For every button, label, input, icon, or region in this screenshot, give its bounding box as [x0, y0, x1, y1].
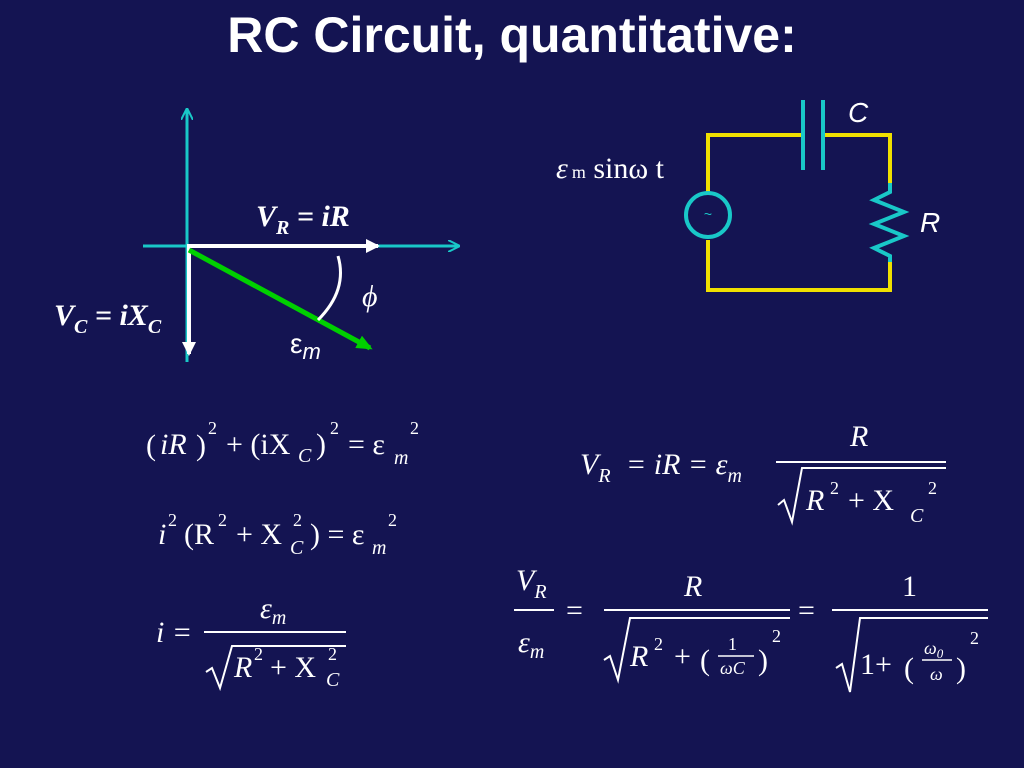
ac-tilde-icon: ~	[704, 206, 712, 222]
eq2-plus-x: + X	[236, 518, 282, 551]
eq2-sub-c: C	[290, 537, 304, 559]
eq5-num-1: 1	[902, 570, 917, 603]
eq5-exp-1: 2	[654, 634, 663, 654]
eq1-open-paren: (	[146, 429, 156, 462]
eq1-plus: + (iX	[226, 428, 291, 461]
eq2-exp-3: 2	[293, 510, 302, 530]
vc-label: VC = iXC	[54, 299, 162, 338]
ac-source-symbol	[684, 191, 732, 239]
eq3-den-sub: C	[326, 669, 340, 691]
eq1-sub-c: C	[298, 445, 312, 467]
eq4-lhs: VR	[580, 448, 611, 487]
equation-2: i 2 (R 2 + X 2 C ) = ε m 2	[158, 510, 397, 559]
eq5-exp-3: 2	[970, 628, 979, 648]
phase-angle-arc	[316, 255, 342, 322]
eq2-exp-4: 2	[388, 510, 397, 530]
eq4-den-sub: C	[910, 505, 924, 527]
eq5-inner-den-2: ω	[930, 664, 943, 684]
circuit-wire	[706, 133, 892, 292]
eq5-inner-num-2: ω0	[924, 638, 944, 661]
eq5-equals-1: =	[566, 594, 583, 627]
eq5-frac-num: VR	[516, 564, 547, 603]
eq1-equals-emf: = ε	[348, 428, 385, 461]
eq1-emf-sub: m	[394, 447, 408, 469]
phi-label: ϕ	[362, 280, 378, 313]
eq5-den-r: R	[629, 640, 648, 673]
eq2-i: i	[158, 518, 166, 551]
eq1-close-paren: )	[196, 429, 206, 462]
eq4-den-plus: + X	[848, 484, 894, 517]
equation-1: ( iR ) 2 + (iX C ) 2 = ε m 2	[146, 418, 419, 469]
eq5-close-paren-2: )	[956, 652, 966, 685]
eq3-exp-1: 2	[254, 644, 263, 664]
eq3-sqrt	[205, 645, 346, 692]
eq4-den-r: R	[805, 484, 824, 517]
eq2-close-eq: ) = ε	[310, 518, 365, 551]
equation-5: VR εm = R R 2 + ( 1 ωC ) 2 = 1 1+ ( ω0 ω…	[514, 564, 988, 693]
phasor-diagram: VR = iR VC = iXC ϕ εm	[54, 110, 458, 364]
eq4-mid: = iR = εm	[626, 448, 742, 487]
eq2-exp-2: 2	[218, 510, 227, 530]
eq2-emf-sub: m	[372, 537, 386, 559]
eq5-frac-den: εm	[518, 626, 544, 663]
resistor-label: R	[920, 207, 940, 238]
emf-phasor-arrow	[187, 247, 373, 351]
eq2-paren-r: (R	[184, 518, 214, 551]
eq5-den-one-plus: 1+	[860, 648, 892, 681]
resistor-symbol	[868, 183, 910, 262]
eq1-exp-3: 2	[410, 418, 419, 438]
capacitor-symbol	[801, 100, 825, 170]
eq4-exp-2: 2	[928, 478, 937, 498]
eq1-exp-2: 2	[330, 418, 339, 438]
eq5-exp-2: 2	[772, 626, 781, 646]
eq1-term-ir: iR	[160, 428, 187, 461]
eq5-sqrt-1	[603, 617, 790, 684]
capacitor-label: C	[848, 97, 869, 128]
eq5-num-r: R	[683, 570, 702, 603]
eq5-den-plus: +	[674, 640, 691, 673]
vr-label: VR = iR	[256, 200, 350, 239]
eq5-equals-2: =	[798, 594, 815, 627]
eq5-close-paren-1: )	[758, 644, 768, 677]
eq3-num: εm	[260, 592, 286, 629]
eq5-sqrt-2	[835, 617, 988, 693]
equation-4: VR = iR = εm R R 2 + X 2 C	[580, 420, 946, 527]
eq4-num: R	[849, 420, 868, 453]
eq3-exp-2: 2	[328, 644, 337, 664]
eq2-exp-1: 2	[168, 510, 177, 530]
eq4-exp-1: 2	[830, 478, 839, 498]
equation-3: i = εm R 2 + X 2 C	[156, 592, 346, 692]
eq1-exp-1: 2	[208, 418, 217, 438]
eq5-inner-den: ωC	[720, 658, 746, 678]
eq5-open-paren-2: (	[904, 652, 914, 685]
emf-label: εm	[290, 328, 321, 364]
slide-title: RC Circuit, quantitative:	[227, 7, 797, 63]
eq4-sqrt	[777, 467, 946, 526]
eq1-close: )	[316, 428, 326, 461]
eq3-den-plus: + X	[270, 651, 316, 684]
eq5-open-paren-1: (	[700, 644, 710, 677]
eq3-den-r: R	[233, 651, 252, 684]
eq3-lhs: i =	[156, 616, 192, 649]
eq5-inner-num: 1	[728, 634, 737, 654]
